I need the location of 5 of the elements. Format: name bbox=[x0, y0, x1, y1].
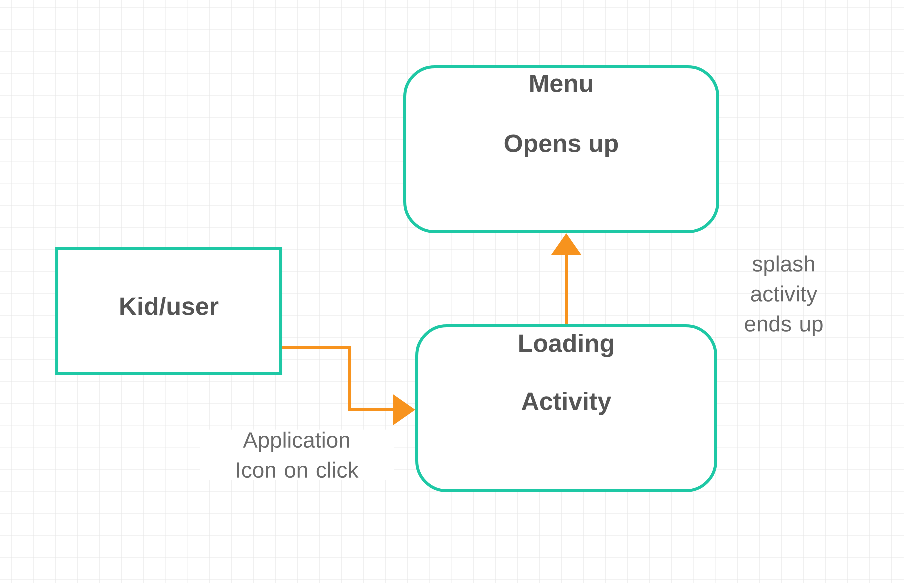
rounded-box: Menu Opens up bbox=[404, 66, 720, 234]
rounded-box: Loading Activity bbox=[416, 324, 718, 492]
note: splash activity ends up bbox=[745, 256, 823, 336]
edge-label: Application Icon on click bbox=[200, 430, 394, 480]
process-box: Kid/user bbox=[56, 248, 282, 376]
